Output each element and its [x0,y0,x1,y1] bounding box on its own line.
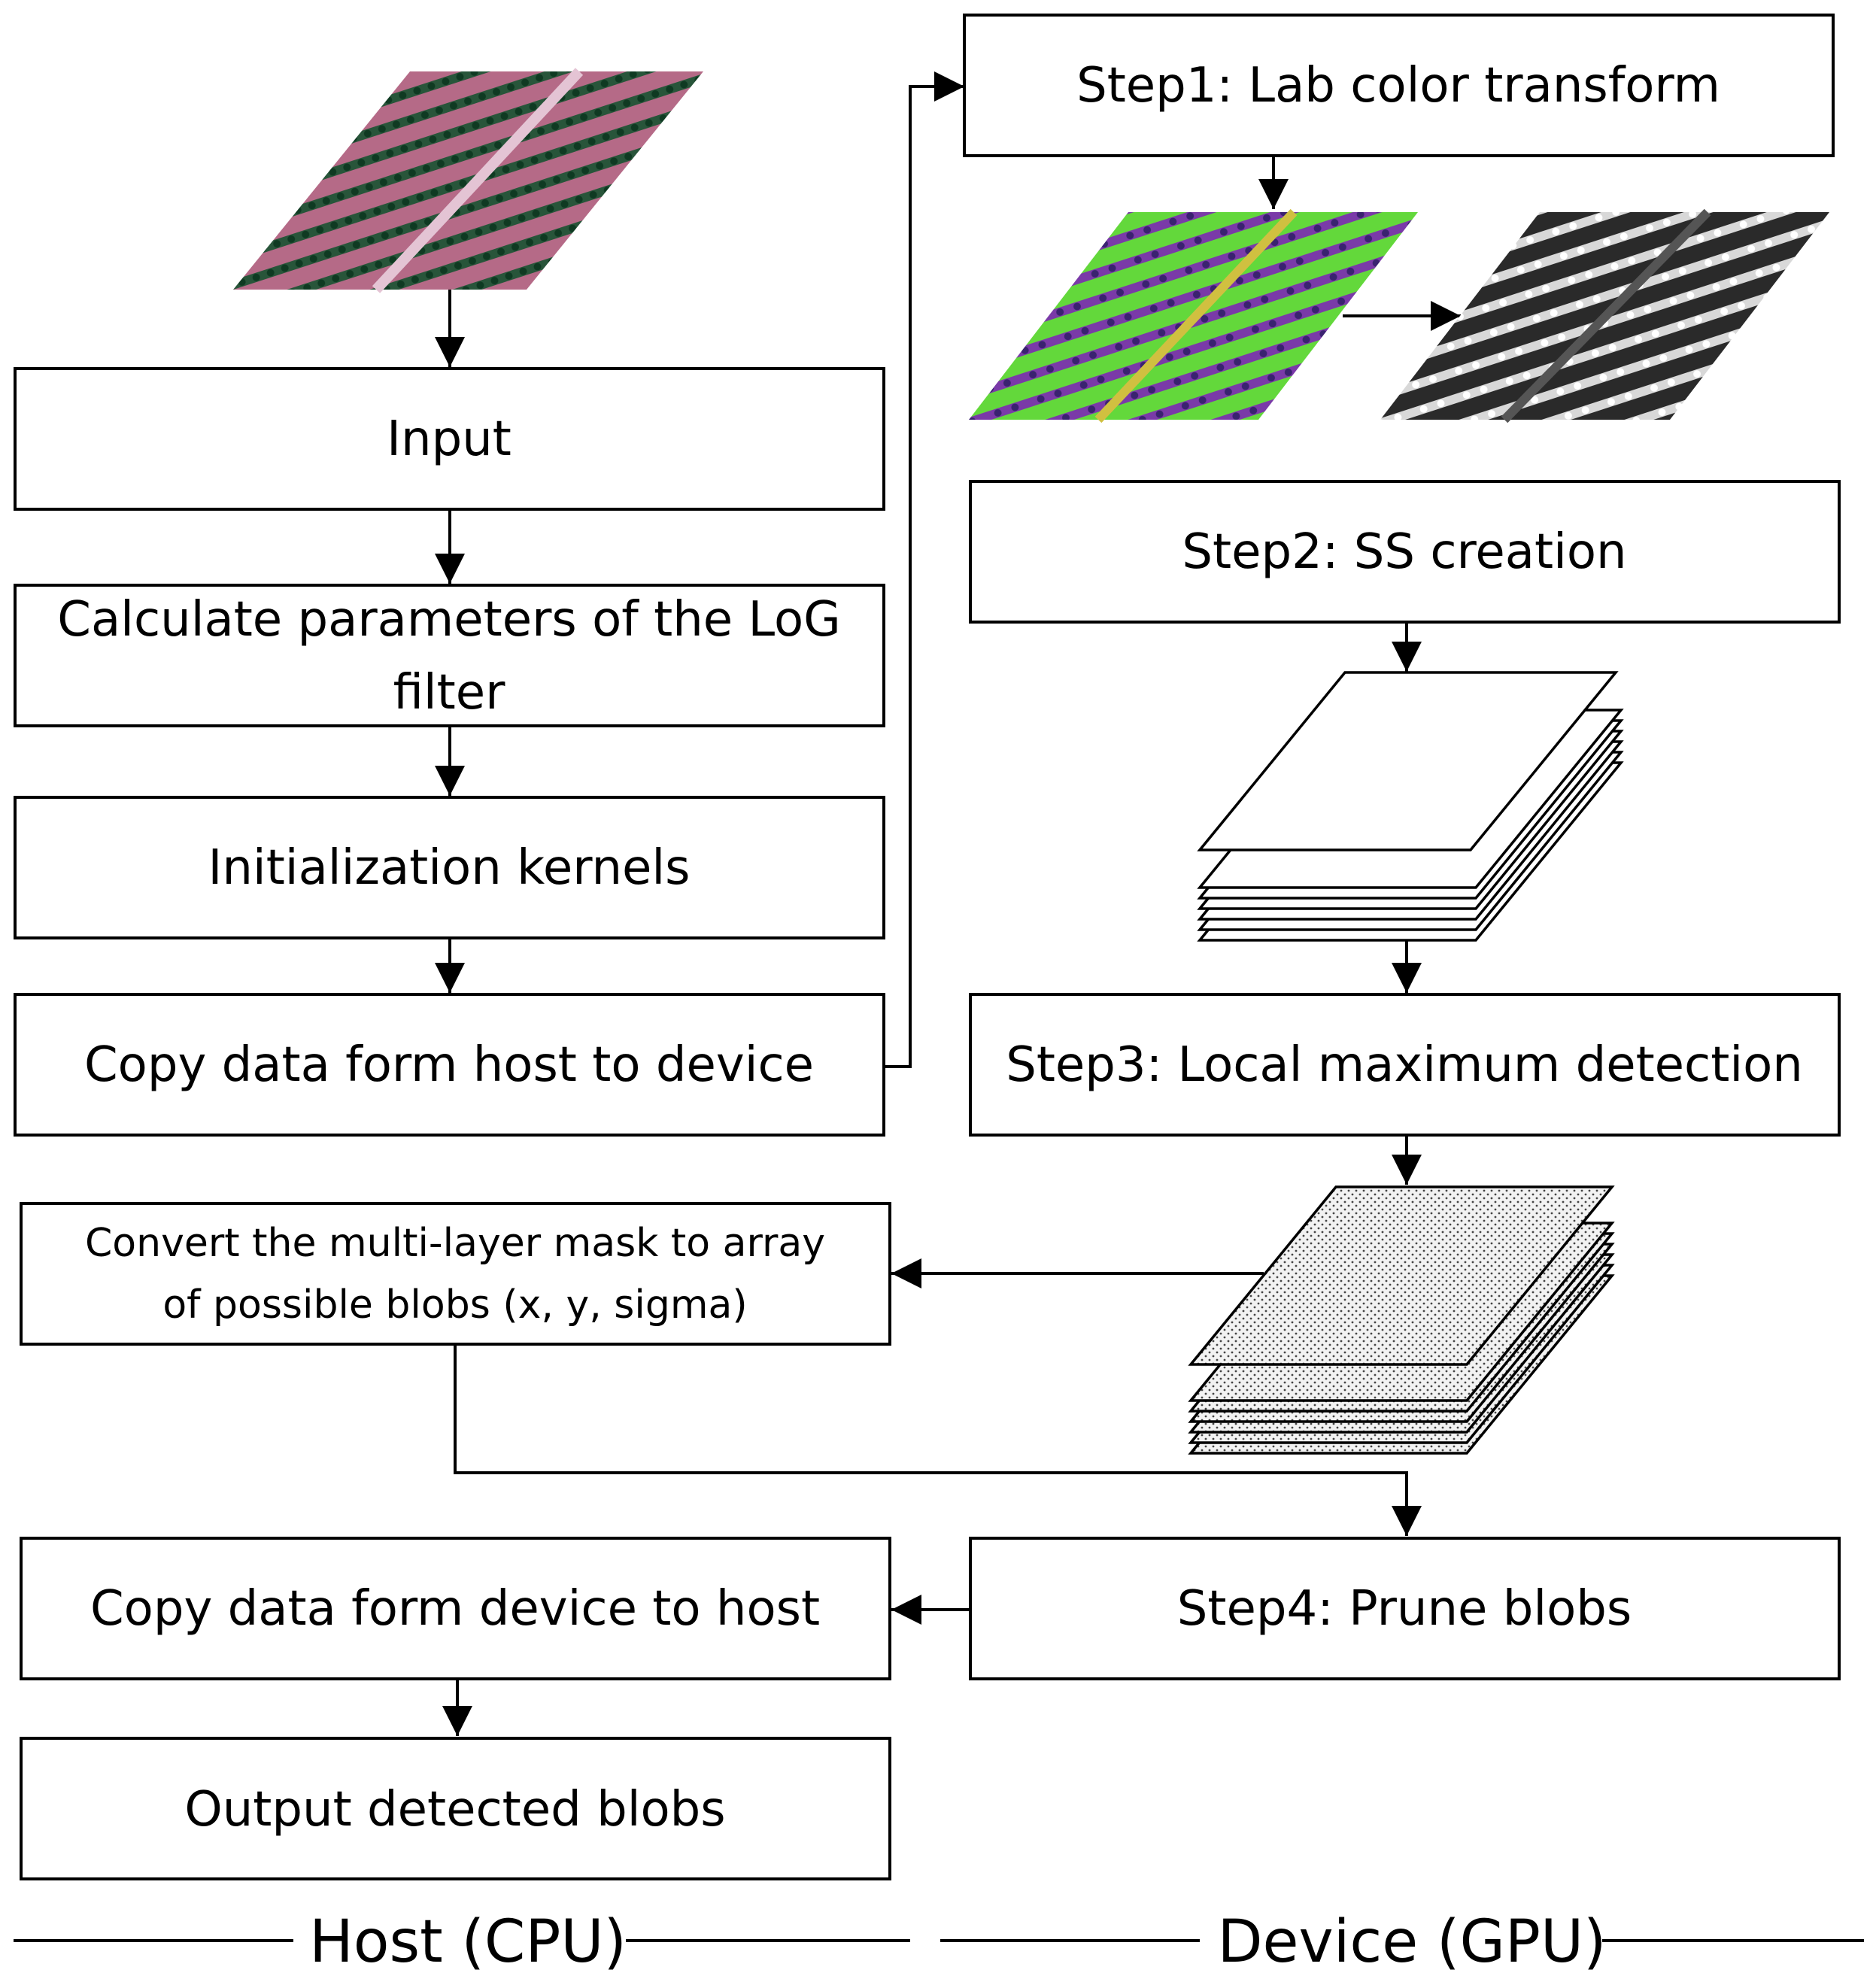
arrow-copy-to-step1 [884,71,964,1068]
scale-space-stack [1197,671,1624,942]
step3-label: Step3: Local maximum detection [1006,1037,1803,1093]
copy-host-to-device-box [14,993,885,1137]
calculate-parameters-label-line1: Calculate parameters of the LoG [57,592,841,648]
step2-label: Step2: SS creation [1182,524,1626,580]
initialization-kernels-box [14,796,885,939]
host-cpu-label: Host (CPU) [309,1908,627,1976]
grayscale-image [1380,208,1829,423]
calculate-parameters-label-line2: filter [393,665,506,721]
device-gpu-label: Device (GPU) [1218,1908,1607,1976]
copy-host-to-device-label: Copy data form host to device [84,1037,814,1093]
convert-mask-box [20,1202,891,1346]
arrow-convert-to-step4 [454,1344,1422,1536]
input-aerial-image [233,68,703,293]
input-label: Input [387,411,512,467]
input-box [14,367,885,511]
convert-mask-label-line2: of possible blobs (x, y, sigma) [162,1282,747,1328]
output-blobs-label: Output detected blobs [184,1782,725,1838]
output-blobs-box [20,1737,891,1880]
calculate-parameters-box [14,584,885,727]
step1-label: Step1: Lab color transform [1076,58,1720,114]
step3-box [969,993,1841,1137]
step2-box [969,480,1841,624]
initialization-kernels-label: Initialization kernels [208,840,690,896]
copy-device-to-host-label: Copy data form device to host [90,1581,820,1637]
lab-color-image [969,208,1418,423]
multi-layer-mask-stack [1188,1185,1615,1455]
copy-device-to-host-box [20,1537,891,1680]
step4-label: Step4: Prune blobs [1177,1581,1632,1637]
step4-box [969,1537,1841,1680]
step1-box [963,14,1835,157]
convert-mask-label-line1: Convert the multi-layer mask to array [85,1221,825,1266]
